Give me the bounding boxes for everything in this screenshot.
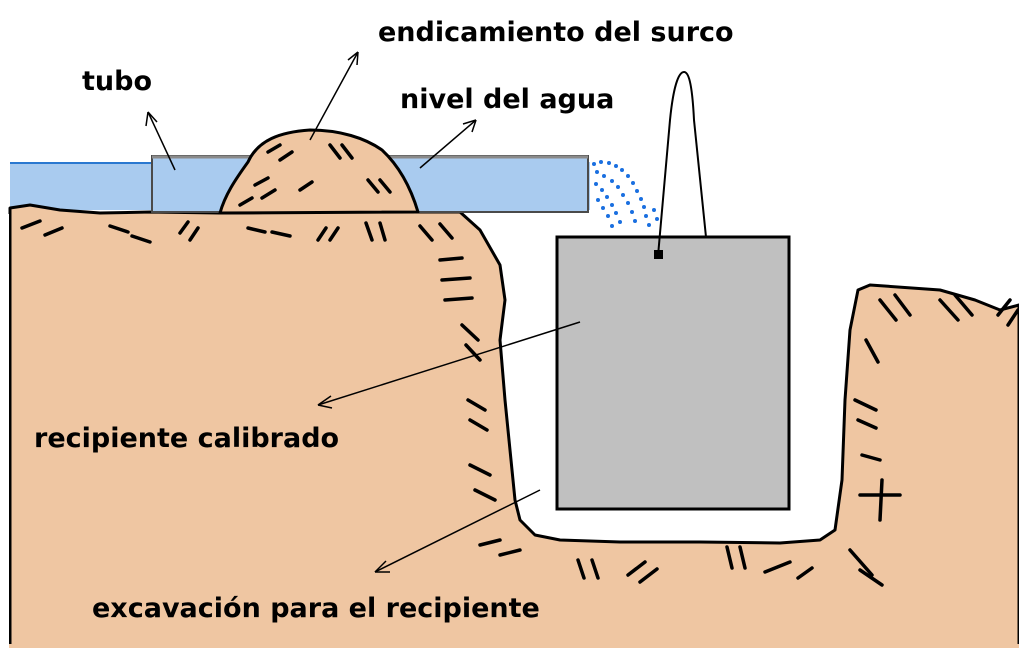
container-marker: [654, 250, 663, 259]
label-recipiente: recipiente calibrado: [34, 423, 339, 454]
container-pointer-spike: [657, 70, 707, 257]
label-arrows: [145, 51, 581, 573]
label-excavacion: excavación para el recipiente: [92, 593, 540, 624]
label-endicamiento: endicamiento del surco: [378, 17, 734, 48]
water-spray: [592, 160, 659, 228]
calibrated-container: [555, 235, 791, 511]
soil-hatching: [20, 143, 1019, 587]
label-nivel-agua: nivel del agua: [400, 84, 614, 115]
label-tubo: tubo: [82, 66, 152, 97]
